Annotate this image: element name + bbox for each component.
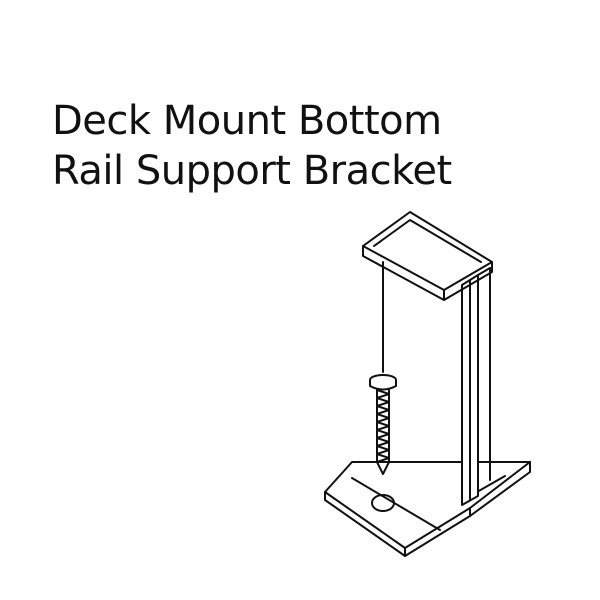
- page-title: Deck Mount Bottom Rail Support Bracket: [52, 96, 452, 196]
- vertical-web: [461, 267, 491, 506]
- title-line-2: Rail Support Bracket: [52, 148, 452, 194]
- title-line-1: Deck Mount Bottom: [52, 98, 442, 144]
- top-flange: [362, 211, 493, 301]
- screw: [369, 374, 397, 475]
- base-plate: [324, 461, 531, 557]
- mounting-hole: [371, 494, 395, 512]
